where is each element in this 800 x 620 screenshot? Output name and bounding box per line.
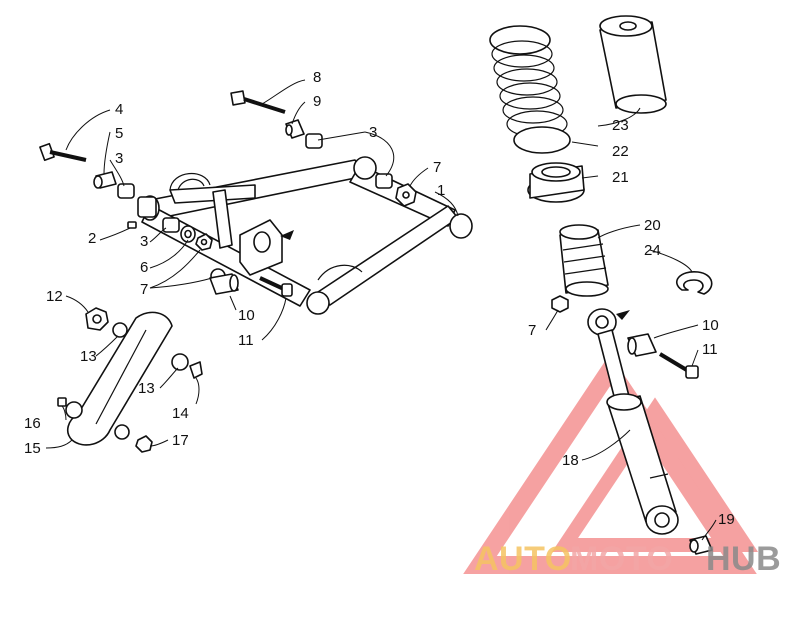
callout-numbers: 8 9 3 7 1 4 5 3 2 3 6 7 10 11 12 13 13 1… [24, 69, 735, 528]
washer-13-right [171, 353, 189, 371]
callout-8: 8 [313, 69, 321, 86]
callout-9: 9 [313, 93, 321, 110]
callout-2: 2 [88, 230, 96, 247]
bushing-10-right [627, 333, 657, 357]
washer-6 [180, 225, 196, 243]
bushing-3-upper-right [305, 133, 323, 149]
callout-15: 15 [24, 440, 41, 457]
watermark-moto: MOTO [570, 540, 673, 578]
washer-13-upper [112, 322, 128, 338]
watermark-logo: AUTO MOTO HUB [474, 540, 781, 578]
callout-14: 14 [172, 405, 189, 422]
pointer-arrow-shock-icon [616, 310, 630, 320]
bolt-11-right [658, 352, 699, 379]
knob-12 [85, 307, 109, 331]
shock-absorber-18 [587, 308, 679, 535]
watermark-auto: AUTO [474, 540, 572, 578]
callout-23: 23 [612, 117, 629, 134]
watermark-triangle [463, 353, 759, 574]
fitting-2 [127, 221, 137, 229]
bumper-boot-20 [559, 224, 609, 297]
callout-7-right: 7 [433, 159, 441, 176]
callout-17: 17 [172, 432, 189, 449]
callout-13-lower: 13 [138, 380, 155, 397]
bolt-4 [39, 142, 87, 162]
bushing-3-mid [162, 217, 180, 233]
bump-stop-23 [599, 15, 667, 114]
watermark-hub: HUB [706, 540, 781, 578]
callout-3-lower-left: 3 [140, 233, 148, 250]
callout-22: 22 [612, 143, 629, 160]
bolt-8 [230, 90, 286, 114]
retaining-ring-24 [676, 271, 713, 295]
callout-11-left: 11 [238, 332, 254, 349]
bolt-16 [57, 397, 67, 407]
callout-21: 21 [612, 169, 629, 186]
leader-lines [45, 79, 717, 541]
bushing-10-left [209, 273, 239, 295]
bushing-5 [93, 171, 117, 189]
washer-13-lower [65, 401, 83, 419]
callout-3-upper-left: 3 [115, 150, 123, 167]
callout-19: 19 [718, 511, 735, 528]
limiter-strap-15 [66, 311, 173, 446]
callout-18: 18 [562, 452, 579, 469]
callout-5: 5 [115, 125, 123, 142]
nut-7-right [395, 183, 417, 207]
bushing-3-upper-left [117, 183, 135, 199]
coil-spring-22 [489, 25, 571, 154]
callout-6: 6 [140, 259, 148, 276]
callout-7-shock: 7 [528, 322, 536, 339]
callout-1: 1 [437, 182, 445, 199]
clip-14 [189, 361, 203, 379]
callout-10-right: 10 [702, 317, 719, 334]
callout-20: 20 [644, 217, 661, 234]
callout-10-left: 10 [238, 307, 255, 324]
bushing-3-right [375, 173, 393, 189]
callout-16: 16 [24, 415, 41, 432]
callout-3-upper-right: 3 [369, 124, 377, 141]
callout-24: 24 [644, 242, 661, 259]
callout-11-right: 11 [702, 341, 718, 358]
callout-13-upper: 13 [80, 348, 97, 365]
callout-12: 12 [46, 288, 63, 305]
pointer-arrow-icon [280, 230, 294, 240]
spring-seat-21 [527, 162, 585, 203]
nut-7-left [195, 233, 213, 251]
nut-17 [135, 435, 153, 453]
bushing-19 [689, 535, 713, 555]
washer-13-bottom [114, 424, 130, 440]
bushing-3-lower-left [137, 196, 157, 218]
nut-7-shock [551, 295, 569, 313]
callout-4: 4 [115, 101, 123, 118]
callout-7-left: 7 [140, 281, 148, 298]
bushing-9 [285, 119, 305, 139]
bolt-11-left [259, 276, 293, 297]
